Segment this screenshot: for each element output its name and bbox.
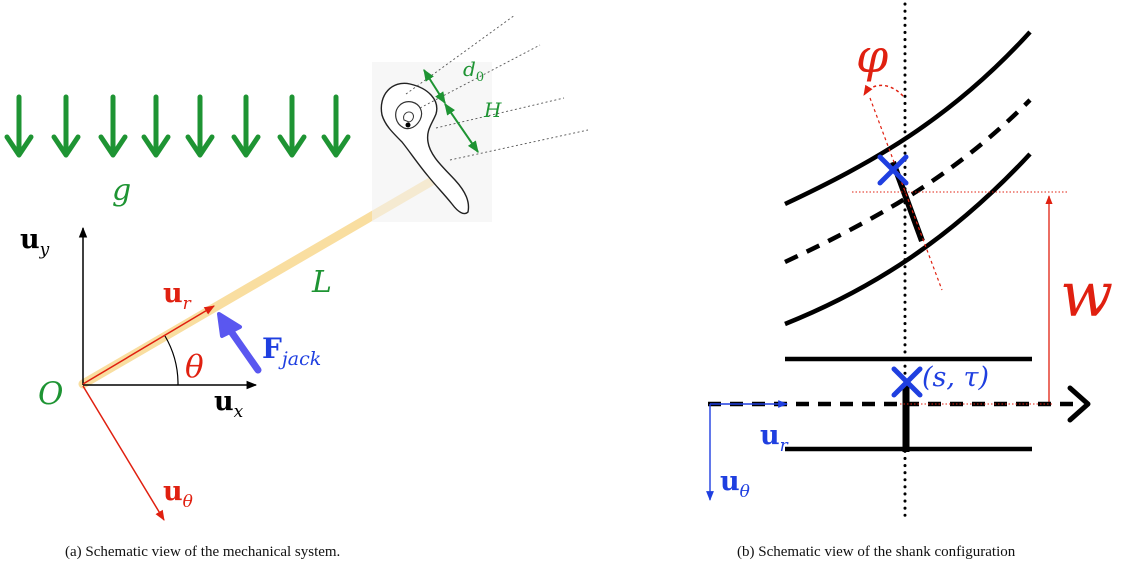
tool-sketch (372, 62, 492, 222)
caption-a: (a) Schematic view of the mechanical sys… (65, 544, 340, 560)
fjack-label: Fjack (262, 332, 321, 370)
figure-b: φ w (s, τ) ur uθ (b) Schematic view of t… (706, 2, 1113, 560)
uy-label: uy (20, 224, 50, 260)
tool-pivot (405, 122, 411, 128)
figure-a: g L d0 H uy ux ur (4, 14, 589, 560)
length-label: L (311, 265, 332, 300)
utheta-label-b: uθ (720, 466, 750, 502)
utheta-vector (82, 385, 165, 521)
gravity-label: g (112, 173, 131, 208)
gravity-arrows (4, 94, 351, 158)
phi-label: φ (856, 29, 889, 83)
gravity-arrow (4, 94, 34, 158)
d0-dimension-arrow (423, 68, 446, 105)
cross-section-normal (869, 97, 943, 291)
phi-arc (863, 84, 904, 97)
gravity-arrow (277, 94, 307, 158)
jack-force-arrow (217, 312, 262, 374)
gravity-arrow (321, 94, 351, 158)
reference-point-marker (891, 366, 923, 398)
gravity-arrow (231, 94, 261, 158)
ur-label: ur (163, 278, 192, 314)
h-dimension-arrow (444, 103, 479, 153)
gravity-arrow (51, 94, 81, 158)
ux-label: ux (214, 386, 244, 422)
reference-point-label: (s, τ) (922, 362, 989, 393)
w-label: w (1060, 258, 1113, 331)
deformed-upper-edge (784, 30, 1032, 207)
deformed-midline (784, 98, 1032, 265)
deformed-lower-edge (784, 152, 1032, 327)
h-label: H (483, 98, 502, 122)
ur-vector (82, 305, 215, 385)
deformed-point-marker (877, 154, 909, 186)
caption-b: (b) Schematic view of the shank configur… (737, 544, 1016, 560)
theta-label: θ (185, 349, 204, 385)
gravity-arrow (141, 94, 171, 158)
origin-label: O (38, 376, 63, 412)
d0-label: d0 (463, 57, 484, 85)
gravity-arrow (98, 94, 128, 158)
utheta-label: uθ (163, 476, 193, 512)
gravity-arrow (185, 94, 215, 158)
midline-arrowhead (1067, 385, 1091, 423)
theta-arc (164, 335, 179, 386)
ur-label-b: ur (760, 420, 789, 456)
